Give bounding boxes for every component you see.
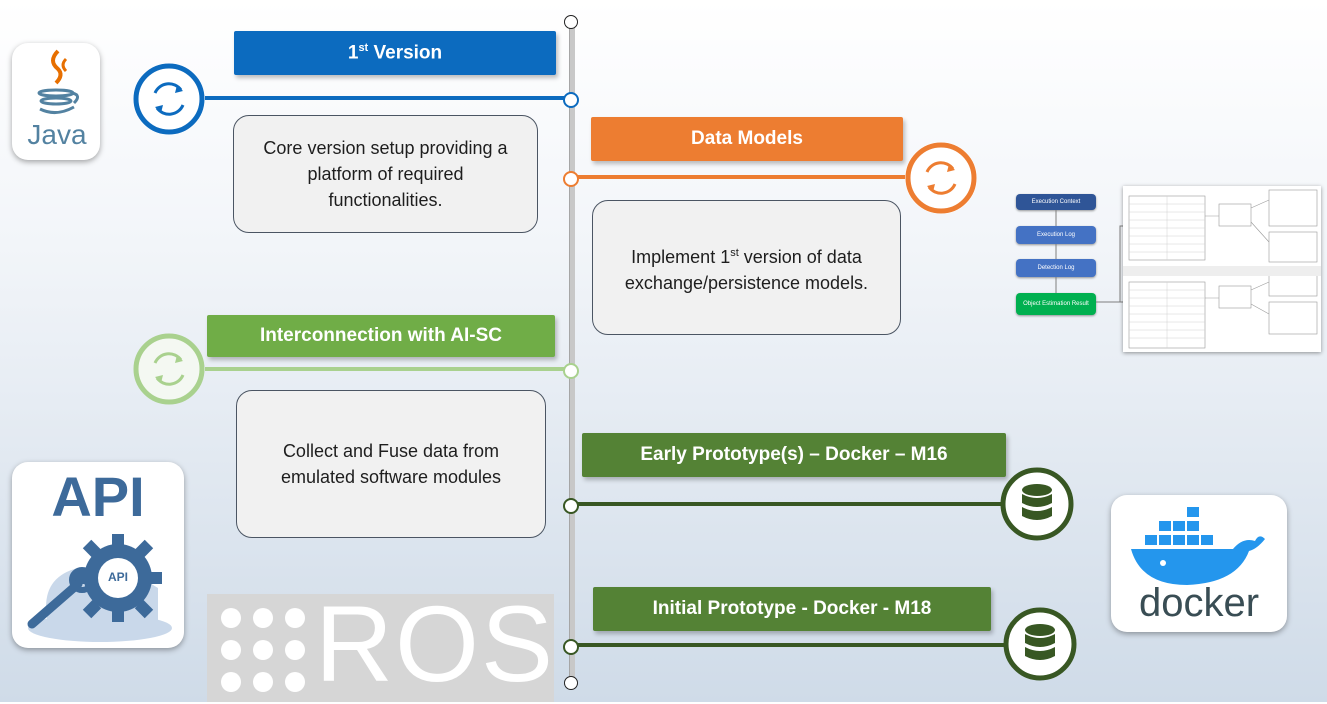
interconnection-description: Collect and Fuse data from emulated soft… (236, 390, 546, 538)
initial-prototype-banner: Initial Prototype - Docker - M18 (593, 587, 991, 631)
data-models-description: Implement 1st version of data exchange/p… (592, 200, 901, 335)
api-gear-label: API (107, 570, 128, 584)
early-prototype-label: Early Prototype(s) – Docker – M16 (640, 444, 948, 465)
schema-json-tree (1123, 189, 1321, 349)
timeline-end-node (564, 676, 578, 690)
data-models-connector (571, 175, 911, 179)
schema-json-panel (1123, 186, 1321, 352)
first-version-label: 1st Version (347, 41, 443, 64)
java-logo: Java (12, 43, 100, 160)
early-prototype-banner: Early Prototype(s) – Docker – M16 (582, 433, 1006, 477)
schema-box-detection-log: Detection Log (1016, 259, 1096, 277)
first-version-connector (205, 96, 569, 100)
interconnection-banner: Interconnection with AI-SC (207, 315, 555, 357)
first-version-banner: 1st Version (234, 31, 556, 75)
data-models-label: Data Models (691, 128, 803, 149)
java-cup-icon (37, 49, 79, 114)
schema-box-object-estimation: Object Estimation Result (1016, 293, 1096, 315)
early-prototype-connector (571, 502, 1011, 506)
interconnection-label: Interconnection with AI-SC (259, 325, 503, 346)
interconnection-connector (205, 367, 569, 371)
schema-box-execution-context: Execution Context (1016, 194, 1096, 210)
first-version-description: Core version setup providing a platform … (233, 115, 538, 233)
initial-prototype-connector (571, 643, 1011, 647)
initial-prototype-database-icon (1003, 607, 1077, 681)
docker-logo: docker (1111, 495, 1287, 632)
ros-dots-icon (221, 608, 305, 692)
data-models-cycle-icon (905, 142, 977, 214)
api-title: API (51, 465, 145, 528)
interconnection-junction (563, 363, 579, 379)
schema-box-execution-log: Execution Log (1016, 226, 1096, 244)
api-logo: API API (12, 462, 184, 648)
schema-preview: Execution Context Execution Log Detectio… (1010, 186, 1321, 356)
data-models-junction (563, 171, 579, 187)
ros-logo: ROS (207, 590, 554, 702)
early-prototype-junction (563, 498, 579, 514)
timeline-start-node (564, 15, 578, 29)
first-version-cycle-icon (133, 63, 205, 135)
java-wordmark: Java (27, 119, 87, 150)
api-gear-icon (27, 534, 172, 642)
data-models-banner: Data Models (591, 117, 903, 161)
ros-wordmark: ROS (315, 583, 556, 704)
initial-prototype-label: Initial Prototype - Docker - M18 (652, 598, 932, 619)
timeline-line (569, 28, 575, 680)
first-version-junction (563, 92, 579, 108)
initial-prototype-junction (563, 639, 579, 655)
docker-wordmark: docker (1138, 581, 1260, 625)
early-prototype-database-icon (1000, 467, 1074, 541)
docker-whale-icon (1131, 507, 1265, 585)
interconnection-cycle-icon (133, 333, 205, 405)
